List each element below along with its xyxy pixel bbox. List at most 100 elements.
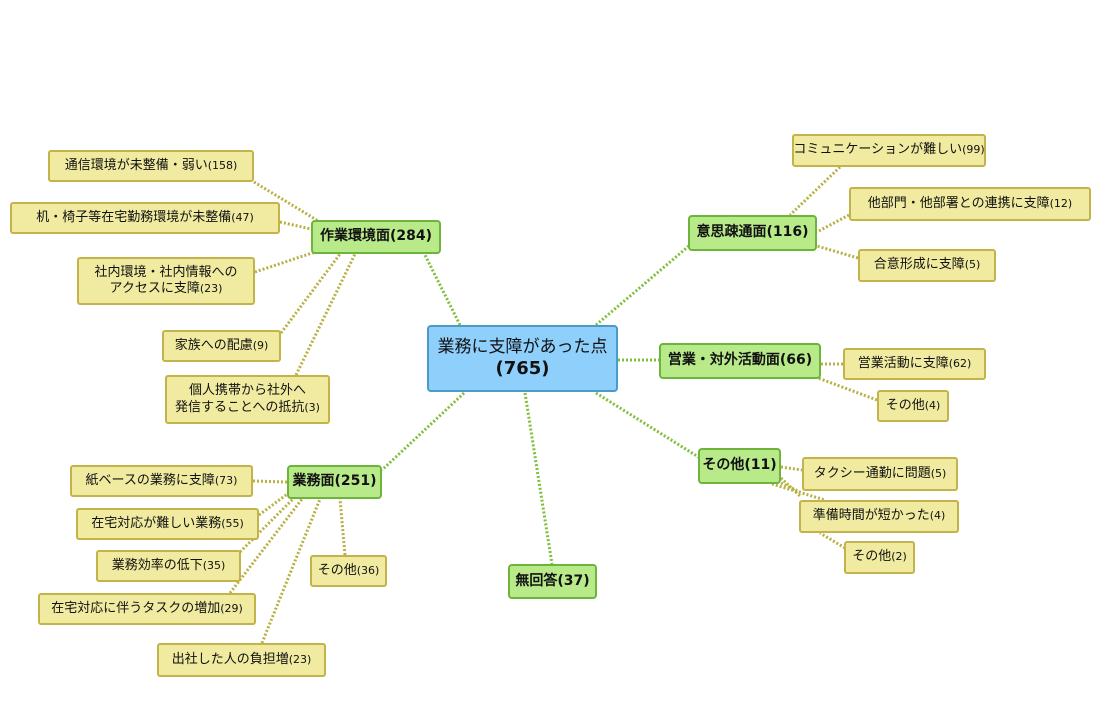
category-count: (116)	[766, 224, 809, 241]
leaf-label: 机・椅子等在宅勤務環境が未整備	[36, 209, 232, 225]
connector-work-5	[338, 498, 347, 556]
leaf-difficult-remote: 在宅対応が難しい業務(55)	[76, 508, 259, 540]
connector-root-other	[595, 391, 701, 460]
leaf-interdepartment: 他部門・他部署との連携に支障(12)	[849, 187, 1091, 221]
category-count: (284)	[389, 228, 433, 245]
leaf-label: 準備時間が短かった	[812, 508, 930, 524]
category-count: (11)	[744, 457, 777, 474]
connector-env-4	[294, 253, 357, 376]
leaf-consensus: 合意形成に支障(5)	[858, 249, 996, 282]
connector-other-2	[819, 531, 846, 550]
category-label: 営業・対外活動面	[667, 352, 780, 369]
leaf-internal-access: 社内環境・社内情報への アクセスに支障(23)	[77, 257, 255, 305]
leaf-count: (23)	[199, 282, 223, 295]
leaf-label: 在宅対応が難しい業務	[91, 515, 222, 531]
category-count: (66)	[779, 352, 813, 369]
connector-root-environment	[423, 254, 462, 326]
leaf-work-other: その他(36)	[310, 555, 387, 587]
category-label: 意思疎通面	[696, 224, 767, 241]
leaf-taxi-commute: タクシー通勤に問題(5)	[802, 457, 958, 491]
leaf-label: コミュニケーションが難しい	[793, 142, 963, 158]
leaf-count: (73)	[214, 473, 238, 487]
leaf-label-line1: 社内環境・社内情報への	[94, 264, 238, 280]
connector-work-0	[252, 479, 288, 484]
leaf-label: 通信環境が未整備・弱い	[64, 157, 208, 173]
leaf-personal-phone: 個人携帯から社外へ 発信することへの抵抗(3)	[165, 375, 330, 424]
connector-env-3	[279, 253, 342, 334]
leaf-prep-time: 準備時間が短かった(4)	[799, 500, 959, 533]
category-communication: 意思疎通面(116)	[688, 215, 817, 251]
category-sales: 営業・対外活動面(66)	[659, 343, 821, 379]
root-node: 業務に支障があった点 (765)	[427, 325, 618, 392]
leaf-desk-chair: 机・椅子等在宅勤務環境が未整備(47)	[10, 202, 280, 234]
category-label: 無回答	[515, 572, 558, 589]
leaf-efficiency-drop: 業務効率の低下(35)	[96, 550, 241, 582]
leaf-count: (36)	[356, 563, 380, 577]
leaf-label: 営業活動に支障	[857, 355, 949, 371]
category-label: 業務面	[292, 473, 335, 490]
connector-other-0	[780, 465, 803, 472]
leaf-label: その他	[317, 562, 357, 578]
connector-env-1	[279, 220, 312, 231]
leaf-count: (3)	[304, 400, 320, 414]
leaf-paper-based: 紙ベースの業務に支障(73)	[70, 465, 253, 497]
connector-env-2	[254, 250, 316, 274]
category-no-answer: 無回答(37)	[508, 564, 597, 599]
root-label: 業務に支障があった点	[437, 336, 608, 357]
connector-root-communication	[595, 243, 691, 327]
root-count: (765)	[495, 357, 550, 379]
leaf-task-increase: 在宅対応に伴うタスクの増加(29)	[38, 593, 256, 625]
category-label: 作業環境面	[319, 228, 390, 245]
leaf-label: タクシー通勤に問題	[813, 465, 931, 481]
connector-other-1a	[779, 476, 802, 498]
leaf-count: (29)	[220, 601, 243, 615]
connector-sales-1	[817, 376, 878, 402]
leaf-label: 出社した人の負担増	[171, 651, 289, 667]
leaf-count: (5)	[964, 258, 981, 272]
category-count: (37)	[557, 572, 590, 589]
category-label: その他	[702, 457, 745, 474]
category-count: (251)	[334, 473, 377, 490]
leaf-count: (9)	[252, 338, 269, 352]
leaf-label-line2: 発信することへの抵抗	[175, 399, 305, 415]
leaf-label: その他	[885, 397, 925, 413]
leaf-count: (158)	[207, 158, 238, 172]
leaf-label: 紙ベースの業務に支障	[85, 472, 215, 488]
category-other: その他(11)	[698, 448, 781, 484]
leaf-count: (4)	[924, 398, 941, 412]
leaf-communication-difficult: コミュニケーションが難しい(99)	[792, 134, 986, 167]
connector-comm-2	[816, 244, 859, 260]
leaf-count: (62)	[948, 356, 972, 370]
leaf-count: (47)	[231, 210, 254, 224]
leaf-sales-other: その他(4)	[877, 390, 949, 422]
connector-comm-1	[816, 213, 850, 234]
leaf-label-line2: アクセスに支障	[109, 281, 200, 296]
connector-work-1	[258, 490, 291, 517]
connector-comm-0	[788, 165, 842, 217]
leaf-sales-activity: 営業活動に支障(62)	[843, 348, 986, 380]
category-work-environment: 作業環境面(284)	[311, 220, 441, 254]
connector-work-4	[260, 498, 322, 644]
category-business: 業務面(251)	[287, 465, 382, 499]
connector-other-1c	[771, 482, 826, 502]
leaf-label: 在宅対応に伴うタスクの増加	[51, 600, 221, 616]
leaf-network-environment: 通信環境が未整備・弱い(158)	[48, 150, 254, 182]
leaf-label: その他	[852, 549, 892, 565]
leaf-count: (99)	[962, 143, 985, 157]
leaf-label: 合意形成に支障	[873, 257, 965, 273]
leaf-family: 家族への配慮(9)	[162, 330, 281, 362]
connector-root-business	[380, 391, 466, 472]
leaf-office-burden: 出社した人の負担増(23)	[157, 643, 326, 677]
leaf-count: (12)	[1049, 196, 1073, 210]
leaf-label: 他部門・他部署との連携に支障	[867, 195, 1050, 211]
connector-root-no-answer	[523, 392, 554, 565]
leaf-count: (2)	[891, 550, 907, 564]
leaf-count: (4)	[929, 509, 946, 523]
leaf-count: (35)	[202, 558, 226, 572]
leaf-label: 家族への配慮	[174, 337, 253, 353]
leaf-other-other: その他(2)	[844, 541, 915, 574]
connector-work-2	[238, 495, 297, 554]
leaf-count: (23)	[288, 652, 312, 666]
leaf-count: (55)	[221, 516, 244, 530]
